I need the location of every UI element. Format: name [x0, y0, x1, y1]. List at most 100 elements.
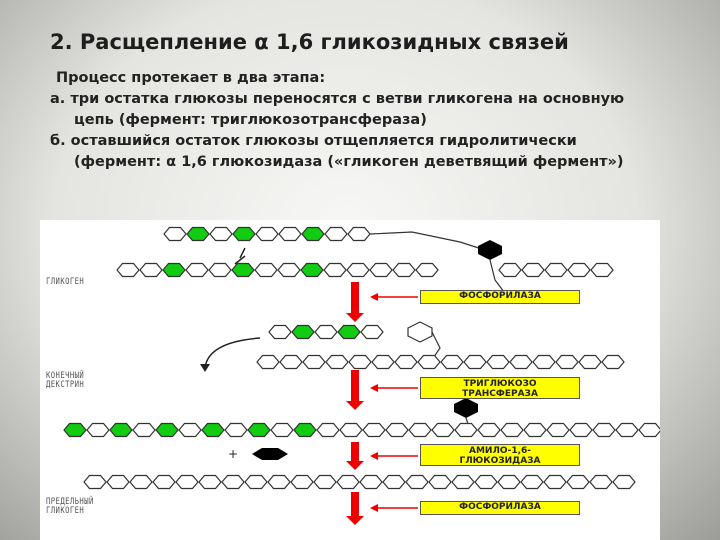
- stage1-main-right-glucose-3: [567, 262, 591, 278]
- arrow-4-head: [346, 516, 364, 525]
- label-limit-dextrin: КОНЕЧНЫЙ ДЕКСТРИН: [46, 371, 85, 390]
- stage2-branch-glucose-3: [337, 324, 361, 340]
- pointer-3-head: [370, 452, 378, 460]
- stage3-main-glucose-25: [638, 422, 660, 438]
- stage3-main-glucose-2: [109, 422, 133, 438]
- stage2-branch-glucose-4: [360, 324, 384, 340]
- arrow-3-head: [346, 461, 364, 470]
- stage3-main-glucose-0: [63, 422, 87, 438]
- stage1-main-right-glucose-2: [544, 262, 568, 278]
- stage2-main-glucose-3: [325, 354, 349, 370]
- stage1-main-right-glucose-0: [498, 262, 522, 278]
- stage3-main-glucose-10: [293, 422, 317, 438]
- stage3-main-glucose-7: [224, 422, 248, 438]
- slide-title: 2. Расщепление α 1,6 гликозидных связей: [50, 30, 569, 54]
- stage4-main-glucose-14: [405, 474, 429, 490]
- stage1-main-glucose-7: [277, 262, 301, 278]
- stage4-main-glucose-7: [244, 474, 268, 490]
- stage2-main-glucose-5: [371, 354, 395, 370]
- stage1-main-glucose-8: [300, 262, 324, 278]
- stage3-main-glucose-15: [408, 422, 432, 438]
- stage1-main-glucose-0: [116, 262, 140, 278]
- stage4-main-glucose-3: [152, 474, 176, 490]
- pointer-1-head: [370, 293, 378, 301]
- stage1-main-glucose-4: [208, 262, 232, 278]
- stage3-main-glucose-16: [431, 422, 455, 438]
- stage1-branch-link: [369, 231, 486, 251]
- stage4-main-glucose-10: [313, 474, 337, 490]
- stage4-main-glucose-23: [612, 474, 636, 490]
- stage1-main-right-glucose-1: [521, 262, 545, 278]
- stage2-main-glucose-1: [279, 354, 303, 370]
- stage4-main-glucose-16: [451, 474, 475, 490]
- stage2-main-glucose-10: [486, 354, 510, 370]
- stage2-branch-end: [407, 321, 433, 343]
- stage4-main-glucose-2: [129, 474, 153, 490]
- stage1-branch-glucose-0: [163, 226, 187, 242]
- stage3-main-glucose-4: [155, 422, 179, 438]
- stage4-main-glucose-8: [267, 474, 291, 490]
- stage3-main-glucose-9: [270, 422, 294, 438]
- stage2-main-glucose-9: [463, 354, 487, 370]
- stage1-branch-glucose-4: [255, 226, 279, 242]
- stage3-main-glucose-18: [477, 422, 501, 438]
- step-b-line1: б. оставшийся остаток глюкозы отщепляетс…: [50, 133, 577, 149]
- stage4-free-glucose: [252, 448, 288, 460]
- stage1-main-glucose-2: [162, 262, 186, 278]
- stage1-main-glucose-3: [185, 262, 209, 278]
- stage4-main-glucose-9: [290, 474, 314, 490]
- stage3-main-glucose-19: [500, 422, 524, 438]
- enzyme-phosphorylase-1: ФОСФОРИЛАЗА: [420, 290, 580, 304]
- stage3-main-glucose-20: [523, 422, 547, 438]
- pointer-2-head: [370, 384, 378, 392]
- stage1-cleave-arrow-up: [239, 247, 246, 259]
- stage1-main-glucose-6: [254, 262, 278, 278]
- stage2-main-glucose-6: [394, 354, 418, 370]
- enzyme-phosphorylase-2: ФОСФОРИЛАЗА: [420, 501, 580, 515]
- stage1-main-glucose-12: [392, 262, 416, 278]
- stage2-main-glucose-4: [348, 354, 372, 370]
- stage2-main-glucose-11: [509, 354, 533, 370]
- stage2-main-glucose-13: [555, 354, 579, 370]
- stage3-main-glucose-13: [362, 422, 386, 438]
- stage1-main-glucose-11: [369, 262, 393, 278]
- arrow-3-shaft: [351, 442, 359, 462]
- diagram-canvas: +: [63, 226, 660, 525]
- stage2-branch-glucose-0: [268, 324, 292, 340]
- stage3-main-glucose-12: [339, 422, 363, 438]
- stage2-main-glucose-0: [256, 354, 280, 370]
- stage2-main-glucose-7: [417, 354, 441, 370]
- stage3-main-glucose-3: [132, 422, 156, 438]
- glycogen-debranching-diagram: + ГЛИКОГЕН КОНЕЧНЫЙ ДЕКСТРИН ПРЕДЕЛЬНЫЙ …: [40, 220, 660, 540]
- stage2-main-glucose-12: [532, 354, 556, 370]
- stage1-main-glucose-5: [231, 262, 255, 278]
- arrow-4-shaft: [351, 492, 359, 517]
- step-a-line1: а. три остатка глюкозы переносятся с вет…: [50, 91, 625, 107]
- pointer-4-head: [370, 504, 378, 512]
- slide-text: Процесс протекает в два этапа: а. три ос…: [50, 68, 670, 173]
- arrow-2-head: [346, 401, 364, 410]
- stage4-main-glucose-21: [566, 474, 590, 490]
- stage3-main-glucose-14: [385, 422, 409, 438]
- stage3-main-glucose-6: [201, 422, 225, 438]
- stage1-main-glucose-13: [415, 262, 439, 278]
- intro-text: Процесс протекает в два этапа:: [56, 70, 326, 86]
- stage4-main-glucose-4: [175, 474, 199, 490]
- stage2-transfer-arrow: [204, 337, 261, 369]
- stage3-main-glucose-8: [247, 422, 271, 438]
- stage4-main-glucose-12: [359, 474, 383, 490]
- arrow-2-shaft: [351, 370, 359, 402]
- step-b-line2: (фермент: α 1,6 глюкозидаза («гликоген д…: [74, 154, 624, 170]
- stage2-main-glucose-2: [302, 354, 326, 370]
- stage3-main-glucose-11: [316, 422, 340, 438]
- stage1-main-right-glucose-4: [590, 262, 614, 278]
- stage1-main-glucose-9: [323, 262, 347, 278]
- stage3-main-glucose-22: [569, 422, 593, 438]
- stage3-main-glucose-21: [546, 422, 570, 438]
- stage4-main-glucose-19: [520, 474, 544, 490]
- stage3-glucose-linked: [454, 398, 478, 418]
- stage1-branch-glucose-3: [232, 226, 256, 242]
- stage1-branch-glucose-1: [186, 226, 210, 242]
- stage1-branch-glucose-7: [324, 226, 348, 242]
- arrow-1-shaft: [351, 282, 359, 314]
